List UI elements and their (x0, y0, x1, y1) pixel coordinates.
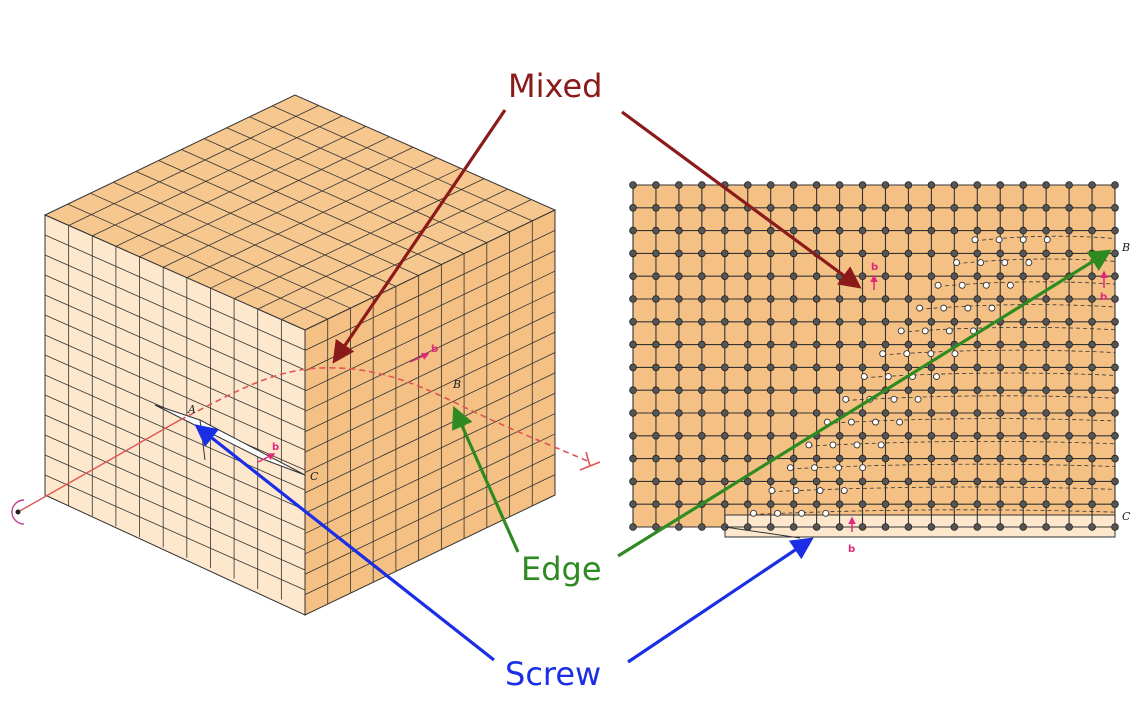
burgers-label-top: b (431, 344, 438, 355)
rotation-symbol-icon (11, 499, 25, 525)
label-c-left: C (310, 470, 319, 483)
screw-arrow-right (627, 537, 814, 664)
dislocation-line-curve (179, 367, 591, 463)
label-a-left: A (187, 403, 196, 416)
burgers-label-edge: b (1100, 292, 1107, 303)
screw-arrows (194, 424, 814, 664)
mixed-label: Mixed (508, 67, 602, 105)
label-b-right: B (1121, 241, 1130, 254)
burgers-vector-top (409, 353, 430, 363)
edge-arrow-right (617, 249, 1112, 558)
burgers-label-step: b (272, 442, 279, 453)
edge-arrows (452, 249, 1112, 558)
burgers-label-screw: b (848, 544, 855, 555)
top-face-grid (67, 105, 533, 320)
lattice-plane-view: B C b b b (629, 181, 1131, 555)
mixed-arrow-right (621, 110, 862, 289)
screw-axis-line (17, 419, 181, 513)
mixed-arrow-left (332, 109, 507, 364)
edge-arrow-left (452, 405, 520, 553)
screw-arrow-left (194, 424, 495, 662)
lattice-background (633, 185, 1115, 527)
edge-label: Edge (521, 550, 602, 588)
burgers-label-mixed: b (871, 262, 878, 273)
burgers-vector-step (257, 453, 276, 463)
edge-dislocation-symbol-icon (579, 451, 601, 471)
label-b-left: B (452, 378, 461, 391)
mixed-arrows (332, 109, 862, 364)
screw-label: Screw (505, 655, 601, 693)
lattice-slipped-strip (724, 514, 1116, 538)
label-c-right: C (1122, 510, 1131, 523)
right-face-grid (304, 220, 556, 605)
